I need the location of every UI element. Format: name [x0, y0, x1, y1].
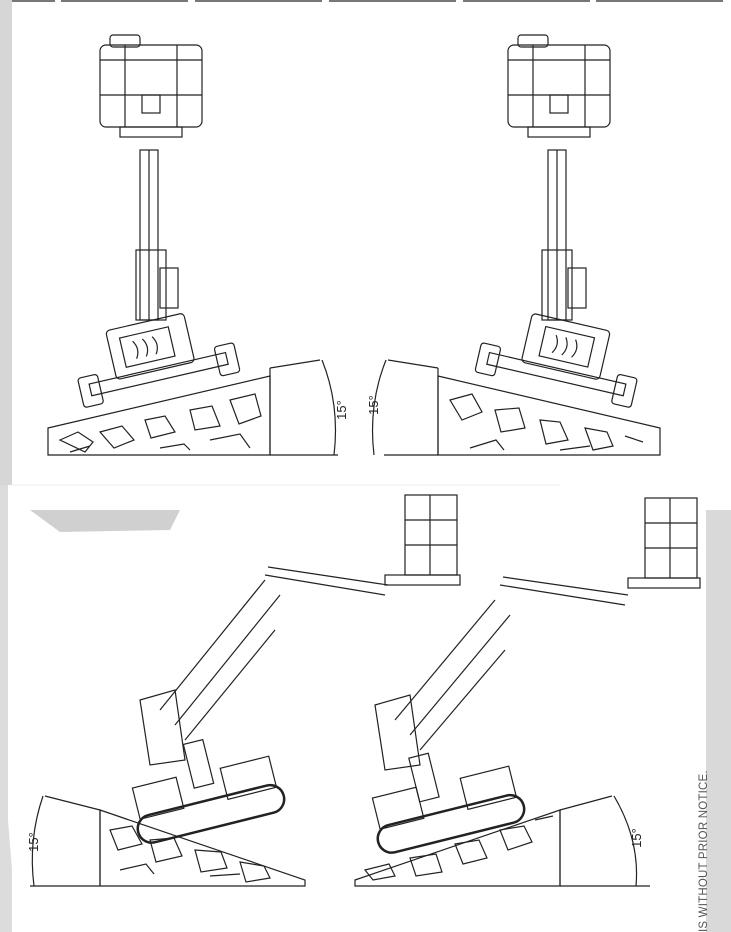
- side-view-left: [30, 494, 461, 887]
- tab-1: [0, 0, 55, 2]
- terrain-rocks: [47, 375, 271, 456]
- angle-label-bottom-right: 15°: [629, 828, 644, 848]
- front-view-right: [371, 34, 661, 456]
- terrain-rocks: [99, 809, 306, 887]
- angle-label-bottom-left: 15°: [26, 832, 41, 852]
- angle-label-top-right: 15°: [366, 395, 381, 415]
- side-view-right: [354, 497, 701, 887]
- terrain-rocks: [354, 809, 561, 887]
- tab-4: [329, 0, 456, 2]
- side-note: IS WITHOUT PRIOR NOTICE.: [698, 770, 710, 932]
- front-view-left: [47, 34, 338, 456]
- tab-2: [61, 0, 188, 2]
- top-tab-bar: [0, 0, 731, 4]
- angle-label-top-left: 15°: [334, 400, 349, 420]
- tab-6: [596, 0, 723, 2]
- tab-3: [195, 0, 322, 2]
- tab-5: [463, 0, 590, 2]
